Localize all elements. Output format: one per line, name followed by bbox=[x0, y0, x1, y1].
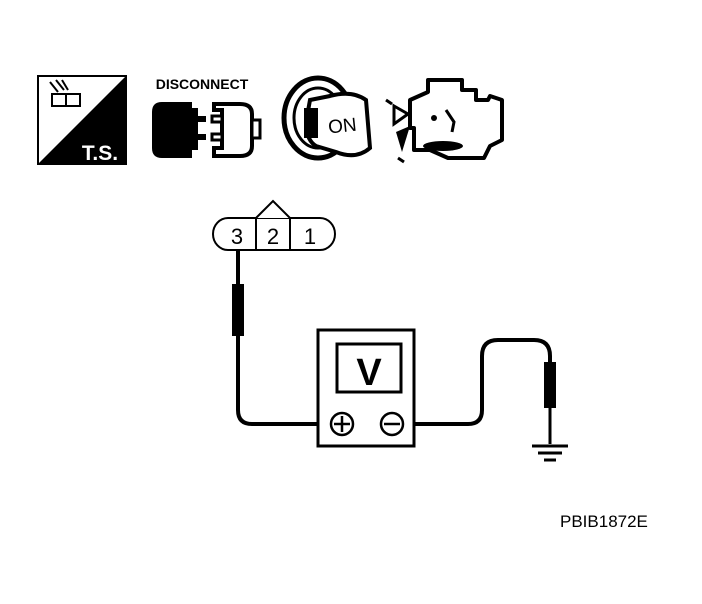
harness-connector: 3 2 1 bbox=[212, 199, 336, 251]
meter-unit-label: V bbox=[356, 352, 382, 394]
positive-probe-lead bbox=[232, 250, 322, 426]
ignition-on-label: ON bbox=[327, 115, 358, 139]
voltmeter: V bbox=[316, 328, 416, 448]
positive-terminal-icon bbox=[329, 411, 355, 437]
negative-terminal-icon bbox=[379, 411, 405, 437]
meter-display bbox=[335, 342, 403, 394]
trouble-shooting-icon: T.S. bbox=[37, 75, 127, 165]
connector-pin-2: 2 bbox=[267, 224, 279, 249]
disconnect-icon: DISCONNECT bbox=[152, 76, 262, 158]
negative-probe-lead bbox=[414, 338, 556, 444]
connector-pin-3: 3 bbox=[231, 224, 243, 249]
connector-pin-1: 1 bbox=[304, 224, 316, 249]
engine-icon bbox=[385, 78, 504, 164]
ts-label: T.S. bbox=[82, 142, 118, 165]
figure-id: PBIB1872E bbox=[560, 512, 648, 531]
negative-probe bbox=[544, 362, 556, 408]
ground-icon bbox=[532, 444, 568, 462]
positive-probe bbox=[232, 284, 244, 336]
ignition-key-icon: ON bbox=[281, 75, 373, 161]
connector-plug-icon bbox=[49, 79, 81, 107]
disconnect-label: DISCONNECT bbox=[156, 76, 249, 92]
